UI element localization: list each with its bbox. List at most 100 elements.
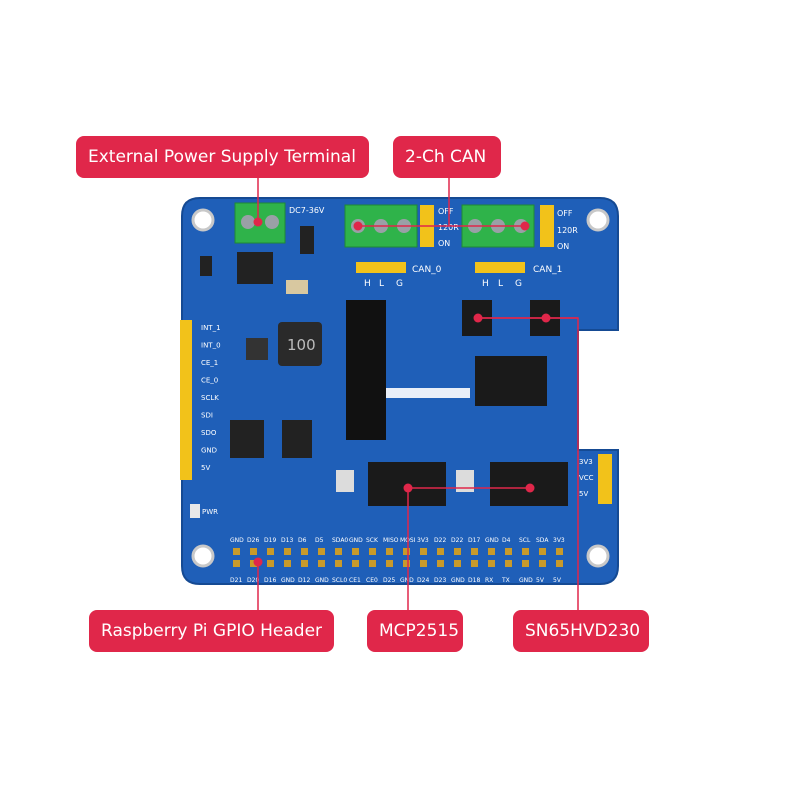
gpio-pin xyxy=(301,560,308,567)
inductor-label: 100 xyxy=(287,336,316,354)
l-label-1: L xyxy=(498,279,503,289)
gpio-bottom-label: GND xyxy=(451,577,465,584)
gpio-pin xyxy=(250,548,257,555)
gpio-pin xyxy=(267,548,274,555)
r120-label-1: 120R xyxy=(557,226,578,235)
gpio-pin xyxy=(301,548,308,555)
spi-label: GND xyxy=(201,447,217,455)
gpio-top-label: D22 xyxy=(434,537,446,544)
g-label-0: G xyxy=(396,279,403,289)
crystal-0 xyxy=(336,470,354,492)
gpio-top-label: MISO xyxy=(383,537,399,544)
spi-label: INT_0 xyxy=(201,342,221,350)
gpio-pin xyxy=(369,560,376,567)
callout-mcp2515: MCP2515 xyxy=(367,610,463,652)
gpio-bottom-label: SCL0 xyxy=(332,577,347,584)
gpio-bottom-label: GND xyxy=(281,577,295,584)
voltage-label: 5V xyxy=(579,490,588,498)
gpio-top-label: SCL xyxy=(519,537,531,544)
diode xyxy=(300,226,314,254)
gpio-pin xyxy=(505,548,512,555)
gpio-top-label: D5 xyxy=(315,537,324,544)
can0-label: CAN_0 xyxy=(412,265,442,275)
gpio-pin xyxy=(318,548,325,555)
gpio-pin xyxy=(454,548,461,555)
gpio-bottom-label: GND xyxy=(400,577,414,584)
gpio-bottom-label: 5V xyxy=(536,577,545,584)
callout-2ch-can: 2-Ch CAN xyxy=(393,136,501,178)
gpio-pin xyxy=(522,548,529,555)
gpio-pin xyxy=(539,548,546,555)
callout-sn65hvd230: SN65HVD230 xyxy=(513,610,649,652)
callout-gpio-header: Raspberry Pi GPIO Header xyxy=(89,610,334,652)
gpio-top-label: D22 xyxy=(451,537,463,544)
gpio-top-label: D26 xyxy=(247,537,259,544)
g-label-1: G xyxy=(515,279,522,289)
pwr-label: PWR xyxy=(202,508,218,516)
gpio-pin xyxy=(420,548,427,555)
gpio-pin xyxy=(505,560,512,567)
gpio-pin xyxy=(352,548,359,555)
isolator-chip xyxy=(475,356,547,406)
gpio-bottom-label: RX xyxy=(485,577,493,584)
gpio-top-label: GND xyxy=(485,537,499,544)
inductor xyxy=(278,322,322,366)
gpio-pin xyxy=(556,560,563,567)
gpio-bottom-label: D25 xyxy=(383,577,395,584)
callout-leaders xyxy=(257,178,579,610)
gpio-top-label: 3V3 xyxy=(417,537,429,544)
gpio-top-label: SCK xyxy=(366,537,379,544)
can0-hlg-header xyxy=(356,262,406,273)
gpio-pin xyxy=(352,560,359,567)
spi-header xyxy=(180,320,192,480)
spi-label: CE_1 xyxy=(201,359,218,367)
gpio-pin xyxy=(522,560,529,567)
h-label-0: H xyxy=(364,279,371,289)
gpio-top-label: D6 xyxy=(298,537,307,544)
on-label-0: ON xyxy=(438,239,450,248)
gpio-pin xyxy=(318,560,325,567)
spi-label: 5V xyxy=(201,464,210,472)
gpio-pin xyxy=(488,560,495,567)
gpio-bottom-label: 5V xyxy=(553,577,562,584)
spi-label: INT_1 xyxy=(201,324,221,332)
gpio-pin xyxy=(369,548,376,555)
gpio-pin xyxy=(437,560,444,567)
spi-label: SCLK xyxy=(201,394,219,402)
gpio-pin xyxy=(335,560,342,567)
gpio-bottom-label: D18 xyxy=(468,577,480,584)
can1-jumper xyxy=(540,205,554,247)
gpio-pin xyxy=(335,548,342,555)
r120-label-0: 120R xyxy=(438,223,459,232)
gpio-top-label: D13 xyxy=(281,537,293,544)
pwr-led xyxy=(190,504,200,518)
can1-label: CAN_1 xyxy=(533,265,562,275)
gpio-pin xyxy=(437,548,444,555)
gpio-top-label: GND xyxy=(230,537,244,544)
gpio-bottom-label: D20 xyxy=(247,577,259,584)
gpio-bottom-label: D16 xyxy=(264,577,276,584)
gpio-top-label: GND xyxy=(349,537,363,544)
gpio-bottom-label: GND xyxy=(519,577,533,584)
gpio-top-label: D19 xyxy=(264,537,276,544)
voltage-select-jumper xyxy=(598,454,612,504)
voltage-label: VCC xyxy=(579,474,594,482)
on-label-1: ON xyxy=(557,242,569,251)
gpio-bottom-label: TX xyxy=(501,577,510,584)
gpio-pin xyxy=(284,560,291,567)
gpio-top-label: D4 xyxy=(502,537,511,544)
regulator-chip xyxy=(237,252,273,284)
spi-label: CE_0 xyxy=(201,377,218,385)
dc-range-label: DC7-36V xyxy=(289,206,325,215)
gpio-pin xyxy=(471,560,478,567)
gpio-pin xyxy=(403,560,410,567)
crystal-1 xyxy=(456,470,474,492)
gpio-pin xyxy=(539,560,546,567)
mosfet-chip-2 xyxy=(282,420,312,458)
gpio-pin xyxy=(250,560,257,567)
